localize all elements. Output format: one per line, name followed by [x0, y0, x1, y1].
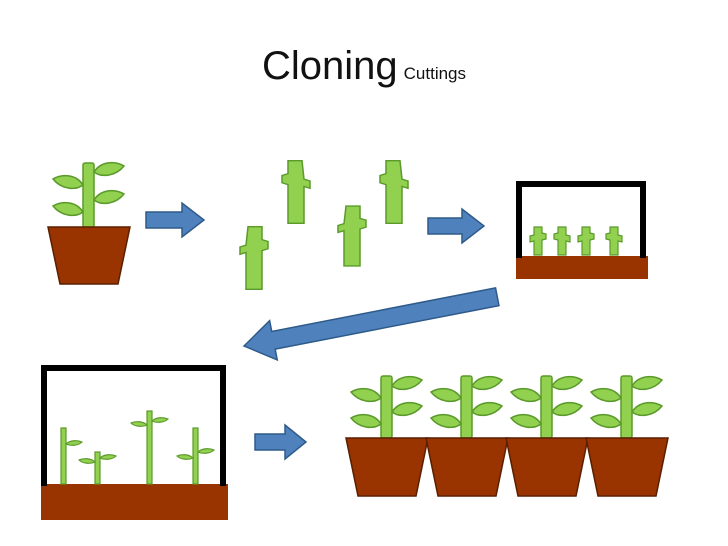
cutting [605, 226, 623, 256]
cutting [553, 226, 571, 256]
soil-bed [41, 484, 228, 520]
seedling [60, 427, 84, 485]
propagator-frame [41, 365, 226, 486]
title-subtitle: Cuttings [403, 64, 467, 83]
arrow-right-icon [254, 423, 308, 461]
new-plants-row [345, 375, 669, 497]
pot [47, 226, 131, 285]
arrow-right-icon [427, 207, 486, 245]
new-potted-plant [585, 375, 669, 497]
title-main: Cloning [261, 44, 398, 88]
plant-leaves [52, 161, 125, 230]
propagator-fresh [516, 181, 648, 279]
soil-bed [516, 256, 648, 279]
arrow-right-icon [145, 201, 206, 239]
new-potted-plant [425, 375, 509, 497]
arrow-down-left-icon [242, 287, 500, 362]
cutting [239, 225, 269, 291]
seedling [77, 451, 118, 485]
cutting [577, 226, 595, 256]
new-potted-plant [345, 375, 429, 497]
seedling [129, 410, 170, 485]
propagator-frame [516, 181, 646, 258]
cutting [337, 205, 367, 267]
slide-title: Cloning Cuttings [0, 44, 728, 89]
propagator-rooted [41, 365, 228, 520]
seedling [175, 427, 216, 485]
cutting [379, 159, 409, 225]
parent-potted-plant [47, 161, 131, 285]
cutting [281, 159, 311, 225]
new-potted-plant [505, 375, 589, 497]
cuttings-group [239, 159, 409, 291]
cutting [529, 226, 547, 256]
